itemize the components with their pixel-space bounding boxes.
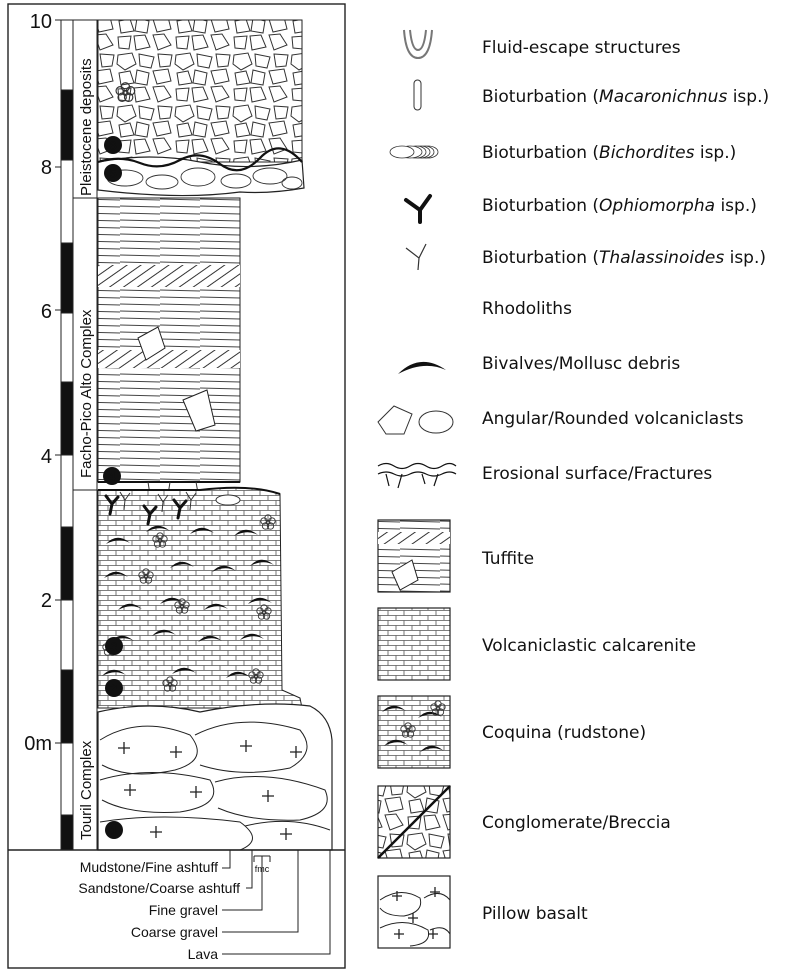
fluid-escape-icon: [404, 30, 432, 58]
legend-label-pillow-basalt: Pillow basalt: [482, 904, 588, 924]
legend-label-thalassinoides: Bioturbation (Thalassinoides isp.): [482, 248, 766, 268]
scale-label-10: 10: [30, 11, 52, 33]
scale-label-0m: 0m: [24, 733, 52, 755]
legend-label-calcarenite: Volcaniclastic calcarenite: [482, 636, 696, 656]
grain-key-lava: Lava: [188, 946, 219, 962]
marker-1: 1: [105, 821, 123, 839]
svg-text:5: 5: [109, 166, 116, 181]
legend-label-bichordites: Bioturbation (Bichordites isp.): [482, 143, 736, 163]
legend-label-erosional: Erosional surface/Fractures: [482, 464, 712, 484]
legend-label-fluid-escape: Fluid-escape structures: [482, 38, 681, 58]
grain-key-coarse-gravel: Coarse gravel: [131, 924, 218, 940]
marker-3: 3: [105, 637, 123, 655]
calcarenite-swatch: [378, 608, 450, 680]
svg-text:4: 4: [108, 469, 116, 484]
thalassinoides-icon: [406, 244, 426, 270]
svg-text:6: 6: [109, 138, 116, 153]
formation-label-facho-pico-alto: Facho-Pico Alto Complex: [78, 309, 95, 478]
volcaniclast-icon: [378, 406, 453, 434]
scale-label-4: 4: [41, 446, 52, 468]
unit-breccia: [98, 20, 302, 162]
grain-size-key: [222, 850, 330, 954]
legend-label-macaronichnus: Bioturbation (Macaronichnus isp.): [482, 87, 769, 107]
svg-text:2: 2: [110, 681, 117, 696]
scale-label-2: 2: [41, 590, 52, 612]
unit-coquina-calcarenite: [98, 488, 302, 708]
scale-label-8: 8: [41, 157, 52, 179]
grain-key-fine-gravel: Fine gravel: [149, 902, 218, 918]
legend-label-volcaniclasts: Angular/Rounded volcaniclasts: [482, 409, 744, 429]
formation-label-pleistocene: Pleistocene deposits: [78, 58, 95, 196]
tuffite-swatch: [378, 520, 450, 592]
pillow-basalt-swatch: [378, 876, 450, 948]
conglomerate-swatch: [378, 786, 450, 858]
legend-label-ophiomorpha: Bioturbation (Ophiomorpha isp.): [482, 196, 757, 216]
marker-2: 2: [105, 679, 123, 697]
erosional-surface-icon: [378, 464, 456, 489]
scale-label-6: 6: [41, 301, 52, 323]
macaronichnus-icon: [414, 80, 421, 110]
legend-label-bivalves: Bivalves/Mollusc debris: [482, 354, 680, 374]
legend-label-tuffite: Tuffite: [481, 549, 534, 569]
unit-pillow-basalt: [98, 704, 332, 850]
ophiomorpha-icon: [406, 196, 430, 222]
scale-bar: [55, 20, 73, 850]
legend-label-conglomerate: Conglomerate/Breccia: [482, 813, 671, 833]
bivalve-icon: [398, 362, 446, 374]
coquina-swatch: [378, 696, 450, 768]
bichordites-icon: [390, 146, 438, 158]
fmc-label: fmc: [255, 864, 270, 874]
unit-conglomerate: [98, 157, 304, 196]
marker-6: 6: [104, 136, 122, 154]
svg-text:1: 1: [110, 823, 117, 838]
unit-tuffite: [98, 198, 240, 482]
grain-key-sandstone: Sandstone/Coarse ashtuff: [78, 880, 240, 896]
marker-4: 4: [103, 467, 121, 485]
legend-label-coquina: Coquina (rudstone): [482, 723, 646, 743]
grain-key-mudstone: Mudstone/Fine ashtuff: [80, 859, 218, 875]
legend-label-rhodoliths: Rhodoliths: [482, 299, 572, 319]
svg-text:3: 3: [110, 639, 117, 654]
marker-5: 5: [104, 164, 122, 182]
strat-column: 10 8 6 4 2 0m Pleistocene deposits Facho…: [8, 4, 345, 968]
formation-label-touril: Touril Complex: [78, 740, 95, 840]
